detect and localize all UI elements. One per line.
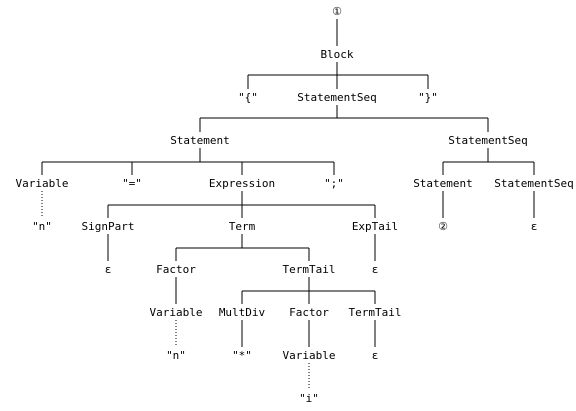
node-termtail-1: TermTail (283, 263, 336, 276)
node-assign: "=" (122, 177, 142, 190)
node-star: "*" (232, 349, 252, 362)
node-variable-3: Variable (283, 349, 336, 362)
node-signpart: SignPart (82, 220, 135, 233)
node-marker-2: ② (438, 220, 448, 233)
node-rbrace: "}" (418, 91, 438, 104)
node-epsilon-4: ε (372, 349, 379, 362)
node-factor-2: Factor (289, 306, 329, 319)
node-expression: Expression (209, 177, 275, 190)
node-epsilon-1: ε (531, 220, 538, 233)
tree-edges (41, 19, 535, 390)
node-multdiv: MultDiv (219, 306, 266, 319)
node-exptail: ExpTail (352, 220, 398, 233)
node-epsilon-2: ε (105, 263, 112, 276)
node-root-marker: ① (332, 5, 342, 18)
node-term: Term (229, 220, 256, 233)
node-statement-2: Statement (413, 177, 473, 190)
node-epsilon-3: ε (372, 263, 379, 276)
node-semicolon: ";" (324, 177, 344, 190)
node-i: "i" (299, 392, 319, 405)
node-statement-1: Statement (170, 134, 230, 147)
node-variable-1: Variable (16, 177, 69, 190)
tree-nodes: ① Block "{" StatementSeq "}" Statement S… (16, 5, 574, 405)
node-n-2: "n" (166, 349, 186, 362)
node-n-1: "n" (32, 220, 52, 233)
node-block: Block (320, 48, 353, 61)
node-statementseq-3: StatementSeq (494, 177, 573, 190)
node-lbrace: "{" (238, 91, 258, 104)
node-variable-2: Variable (150, 306, 203, 319)
node-factor-1: Factor (156, 263, 196, 276)
node-termtail-2: TermTail (349, 306, 402, 319)
node-statementseq-2: StatementSeq (448, 134, 527, 147)
node-statementseq-1: StatementSeq (297, 91, 376, 104)
